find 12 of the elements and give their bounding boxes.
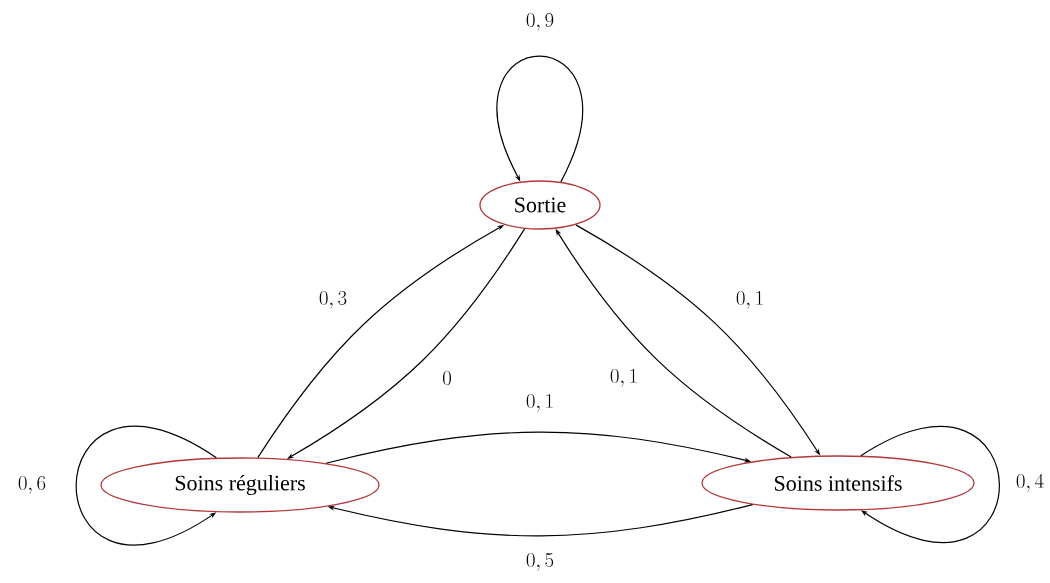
arrow	[496, 55, 584, 183]
edge-label: $0,1$	[736, 290, 763, 309]
edge-label: $0,1$	[526, 393, 553, 412]
edge-label: $0,3$	[319, 290, 347, 309]
edge-label: $0$	[443, 370, 451, 385]
edge-label: $0,6$	[18, 475, 46, 494]
edge-label: $0,1$	[610, 368, 637, 387]
edge-label: $0,4$	[1016, 473, 1044, 492]
edge-label: $0,9$	[526, 12, 554, 31]
arrow	[75, 425, 217, 546]
edge-label: $0,5$	[526, 552, 554, 571]
arrow	[860, 425, 1000, 544]
